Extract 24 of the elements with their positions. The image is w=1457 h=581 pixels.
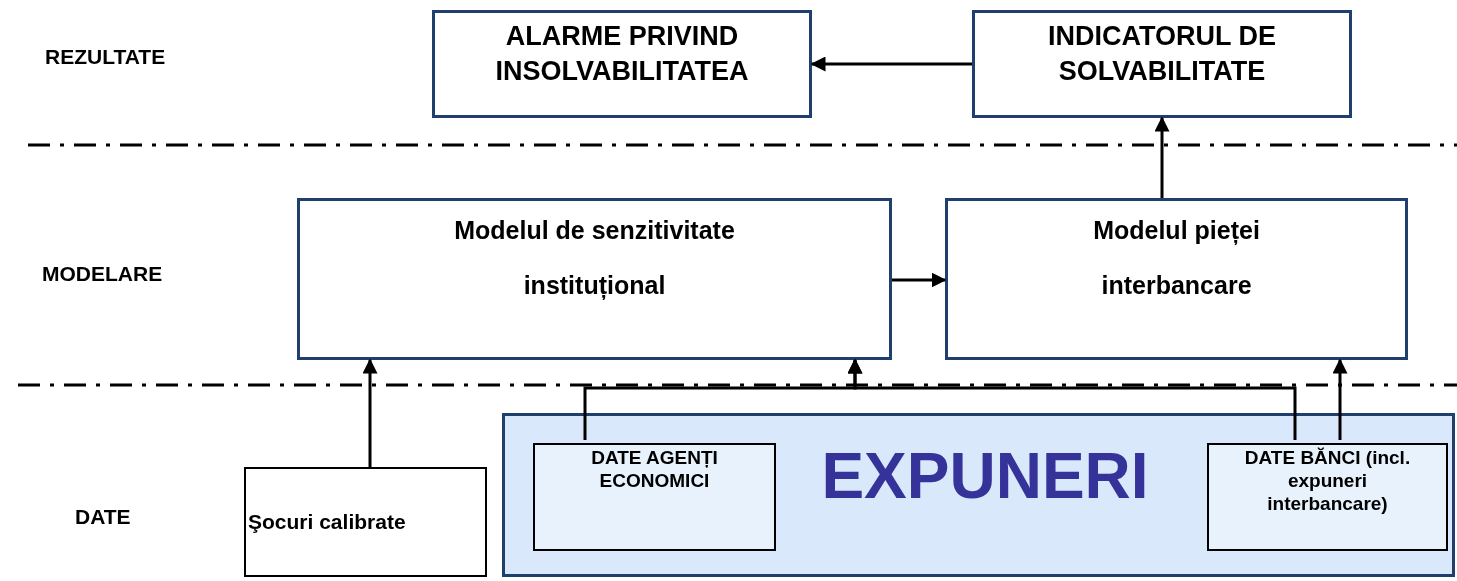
layer-label: REZULTATE xyxy=(45,45,166,69)
box-label: INDICATORUL DE SOLVABILITATE xyxy=(1047,20,1277,89)
group-box xyxy=(502,413,1455,577)
process-box xyxy=(533,443,776,551)
box-label: Modelul de senzitivitate instituțional xyxy=(453,215,736,302)
process-box xyxy=(972,10,1352,118)
process-box xyxy=(945,198,1408,360)
arrow xyxy=(892,272,947,288)
box-label: ALARME PRIVIND INSOLVABILITATEA xyxy=(494,20,750,89)
layer-label: MODELARE xyxy=(42,262,163,286)
box-label: Modelul pieței interbancare xyxy=(1092,215,1261,301)
process-box xyxy=(432,10,812,118)
arrow xyxy=(362,358,378,467)
arrow xyxy=(847,358,1297,440)
arrow xyxy=(810,56,972,72)
box-label: Şocuri calibrate xyxy=(248,509,407,535)
layer-label: DATE xyxy=(75,505,131,529)
process-box xyxy=(297,198,892,360)
arrow xyxy=(1332,358,1348,440)
arrow xyxy=(1154,116,1170,198)
box-label: DATE BĂNCI (incl. expuneri interbancare) xyxy=(1243,447,1412,516)
process-box xyxy=(244,467,487,577)
process-box xyxy=(1207,443,1448,551)
box-label: DATE AGENȚI ECONOMICI xyxy=(590,447,719,493)
